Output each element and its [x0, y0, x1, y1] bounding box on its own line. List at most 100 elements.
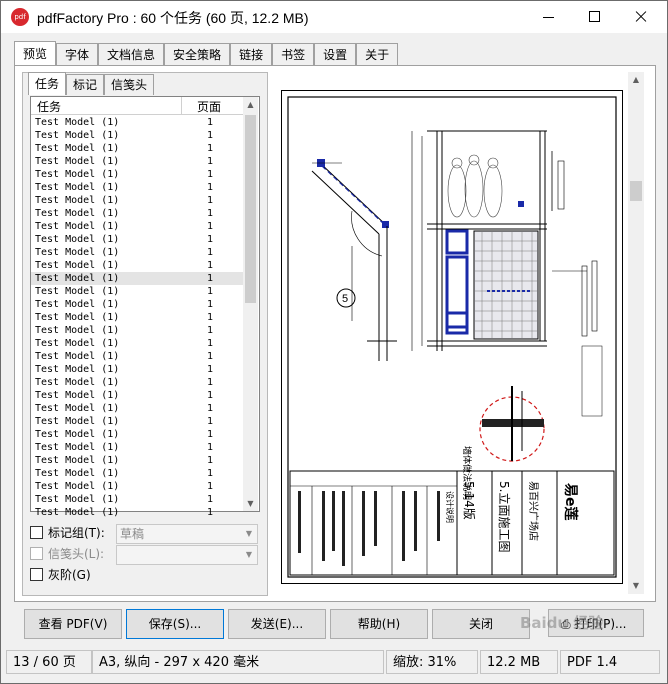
- letterhead-option[interactable]: 信笺头(L):: [30, 545, 104, 563]
- table-row[interactable]: Test Model (1)1: [31, 389, 243, 402]
- table-row[interactable]: Test Model (1)1: [31, 181, 243, 194]
- job-pages: 1: [207, 143, 214, 154]
- job-name: Test Model (1): [35, 130, 120, 141]
- tab-preview[interactable]: 预览: [14, 41, 57, 66]
- preview-scroll-thumb[interactable]: [630, 181, 642, 201]
- job-pages: 1: [207, 312, 214, 323]
- job-pages: 1: [207, 247, 214, 258]
- status-pdf-version: PDF 1.4: [560, 650, 660, 674]
- table-row[interactable]: Test Model (1)1: [31, 376, 243, 389]
- job-pages: 1: [207, 403, 214, 414]
- table-row[interactable]: Test Model (1)1: [31, 168, 243, 181]
- column-divider[interactable]: [181, 97, 182, 114]
- preview-scrollbar[interactable]: ▲ ▼: [628, 72, 644, 594]
- job-pages: 1: [207, 221, 214, 232]
- table-row[interactable]: Test Model (1)1: [31, 363, 243, 376]
- print-button[interactable]: ⎙ 打印(P)...: [548, 609, 644, 637]
- job-pages: 1: [207, 481, 214, 492]
- detail-side-label: 墙体做法说明: [461, 446, 473, 500]
- subtab-letterhead[interactable]: 信笺头: [104, 74, 155, 95]
- table-row[interactable]: Test Model (1)1: [31, 428, 243, 441]
- scroll-up-arrow-icon[interactable]: ▲: [247, 100, 254, 109]
- close-button[interactable]: 关闭: [432, 609, 530, 639]
- table-row[interactable]: Test Model (1)1: [31, 220, 243, 233]
- help-button[interactable]: 帮助(H): [330, 609, 428, 639]
- table-row[interactable]: Test Model (1)1: [31, 324, 243, 337]
- table-row[interactable]: Test Model (1)1: [31, 142, 243, 155]
- tab-links[interactable]: 链接: [230, 43, 273, 66]
- minimize-button[interactable]: [526, 1, 572, 33]
- table-row[interactable]: Test Model (1) 1: [31, 233, 243, 246]
- table-row[interactable]: Test Model (1)1: [31, 415, 243, 428]
- tab-security[interactable]: 安全策略: [164, 43, 231, 66]
- job-pages: 1: [207, 455, 214, 466]
- table-row[interactable]: Test Model (1)1: [31, 194, 243, 207]
- pdffactory-app-icon[interactable]: pdf: [11, 8, 29, 26]
- maximize-button[interactable]: [572, 1, 618, 33]
- column-header-task[interactable]: 任务: [37, 100, 62, 114]
- scroll-down-arrow-icon[interactable]: ▼: [632, 581, 640, 590]
- table-row[interactable]: Test Model (1)1: [31, 246, 243, 259]
- scroll-thumb[interactable]: [245, 115, 256, 303]
- table-row[interactable]: Test Model (1)1: [31, 350, 243, 363]
- job-pages: 1: [207, 442, 214, 453]
- table-row[interactable]: Test Model (1) 1: [31, 454, 243, 467]
- table-row[interactable]: Test Model (1)1: [31, 207, 243, 220]
- letterhead-select[interactable]: ▼: [116, 545, 258, 565]
- subtab-jobs[interactable]: 任务: [28, 72, 67, 95]
- status-page-count: 13 / 60 页: [6, 650, 92, 674]
- scroll-down-arrow-icon[interactable]: ▼: [247, 499, 254, 508]
- table-row[interactable]: Test Model (1)1: [31, 155, 243, 168]
- letterhead-checkbox[interactable]: [30, 547, 43, 560]
- column-header-pages[interactable]: 页面: [197, 100, 222, 114]
- marker-group-checkbox[interactable]: [30, 526, 43, 539]
- close-window-button[interactable]: [618, 1, 664, 33]
- tab-document-info[interactable]: 文档信息: [98, 43, 165, 66]
- job-name: Test Model (1): [35, 494, 120, 505]
- save-button[interactable]: 保存(S)...: [126, 609, 224, 639]
- job-name: Test Model (1): [35, 182, 120, 193]
- table-row[interactable]: Test Model (1)1: [31, 259, 243, 272]
- subtab-markers[interactable]: 标记: [66, 74, 105, 95]
- tab-fonts[interactable]: 字体: [56, 43, 99, 66]
- job-name: Test Model (1): [35, 377, 120, 388]
- table-row[interactable]: Test Model (1) 1: [31, 493, 243, 506]
- table-row[interactable]: Test Model (1)1: [31, 272, 243, 285]
- table-row[interactable]: Test Model (1)1: [31, 402, 243, 415]
- scroll-up-arrow-icon[interactable]: ▲: [632, 75, 640, 84]
- job-list-header: 任务 页面: [31, 97, 243, 115]
- view-pdf-button[interactable]: 查看 PDF(V): [24, 609, 122, 639]
- tab-about[interactable]: 关于: [356, 43, 399, 66]
- table-row[interactable]: Test Model (1)1: [31, 129, 243, 142]
- chevron-down-icon[interactable]: ▼: [245, 529, 253, 538]
- marker-group-option[interactable]: 标记组(T):: [30, 524, 105, 542]
- table-row[interactable]: Test Model (1)1: [31, 337, 243, 350]
- job-pages: 1: [207, 494, 214, 505]
- table-row[interactable]: Test Model (1)1: [31, 441, 243, 454]
- tab-settings[interactable]: 设置: [314, 43, 357, 66]
- job-name: Test Model (1): [35, 234, 120, 245]
- job-list-scrollbar[interactable]: ▲ ▼: [243, 97, 258, 511]
- grayscale-checkbox[interactable]: [30, 568, 43, 581]
- window-title: pdfFactory Pro : 60 个任务 (60 页, 12.2 MB): [37, 10, 309, 26]
- grayscale-option[interactable]: 灰阶(G): [30, 566, 91, 584]
- table-row[interactable]: Test Model (1) 1: [31, 480, 243, 493]
- table-row[interactable]: Test Model (1)1: [31, 311, 243, 324]
- table-row[interactable]: Test Model (1)1: [31, 116, 243, 129]
- job-name: Test Model (1): [35, 455, 120, 466]
- send-button[interactable]: 发送(E)...: [228, 609, 326, 639]
- table-row[interactable]: Test Model (1)1: [31, 467, 243, 480]
- design-notes-text: 设计说明: [445, 491, 455, 523]
- chevron-down-icon[interactable]: ▼: [245, 550, 253, 559]
- table-row[interactable]: Test Model (1)1: [31, 506, 243, 519]
- job-name: Test Model (1): [35, 481, 120, 492]
- table-row[interactable]: Test Model (1)1: [31, 285, 243, 298]
- title-bar[interactable]: pdf pdfFactory Pro : 60 个任务 (60 页, 12.2 …: [1, 1, 667, 33]
- table-row[interactable]: Test Model (1)1: [31, 298, 243, 311]
- marker-group-select[interactable]: 草稿 ▼: [116, 524, 258, 544]
- tab-bookmarks[interactable]: 书签: [272, 43, 315, 66]
- status-zoom: 缩放: 31%: [386, 650, 478, 674]
- main-tab-strip: 预览 字体 文档信息 安全策略 链接 书签 设置 关于: [14, 41, 399, 66]
- job-pages: 1: [207, 234, 214, 245]
